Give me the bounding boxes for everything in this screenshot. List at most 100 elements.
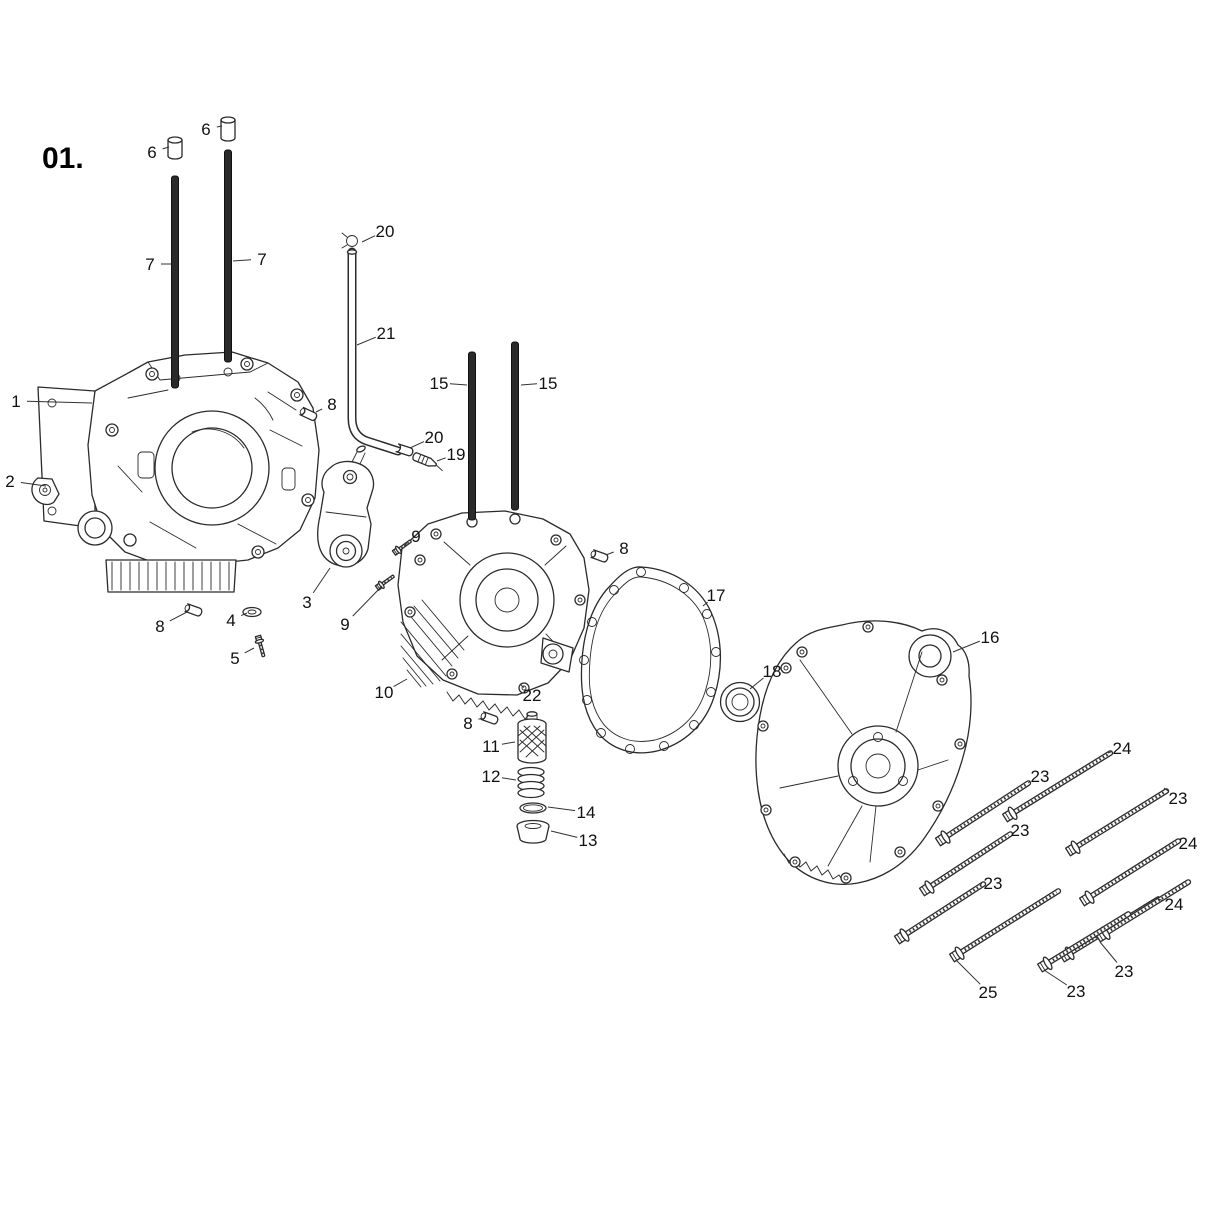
svg-text:23: 23 bbox=[1011, 821, 1030, 840]
part-callout: 23 bbox=[1011, 821, 1030, 840]
flange-bolt bbox=[374, 574, 395, 591]
stud-bolts-15 bbox=[468, 341, 519, 521]
svg-text:24: 24 bbox=[1179, 834, 1198, 853]
svg-text:10: 10 bbox=[375, 683, 394, 702]
svg-text:8: 8 bbox=[155, 617, 164, 636]
flange-bolt bbox=[934, 780, 1032, 847]
fasteners-layer bbox=[254, 539, 1192, 973]
svg-text:16: 16 bbox=[981, 628, 1000, 647]
flange-bolt bbox=[1064, 788, 1170, 857]
stud-cap-6-left bbox=[167, 136, 183, 160]
svg-text:25: 25 bbox=[979, 983, 998, 1002]
svg-text:20: 20 bbox=[425, 428, 444, 447]
breather-tube-21 bbox=[346, 247, 403, 456]
part-callout: 19 bbox=[436, 445, 465, 464]
gasket-17 bbox=[579, 566, 722, 754]
part-callout: 23 bbox=[1027, 767, 1050, 786]
flange-bolt bbox=[254, 634, 266, 658]
part-callout: 6 bbox=[201, 120, 223, 139]
part-callout: 7 bbox=[145, 255, 171, 274]
part-callout: 9 bbox=[403, 527, 421, 547]
flange-bolt bbox=[1078, 838, 1182, 907]
svg-text:23: 23 bbox=[1169, 789, 1188, 808]
part-callout: 24 bbox=[1107, 739, 1132, 758]
part-callout: 25 bbox=[955, 959, 998, 1002]
crankcase-cover-right bbox=[755, 620, 972, 885]
part-callout: 24 bbox=[1179, 834, 1198, 853]
svg-text:23: 23 bbox=[1115, 962, 1134, 981]
stud-cap-6-right bbox=[220, 116, 236, 142]
tube-clamp-20-top bbox=[341, 232, 358, 249]
part-callout: 18 bbox=[749, 662, 782, 690]
part-callout: 8 bbox=[315, 395, 337, 414]
svg-text:8: 8 bbox=[619, 539, 628, 558]
part-callout: 8 bbox=[155, 611, 188, 636]
part-callout: 23 bbox=[1043, 969, 1086, 1001]
part-callout: 8 bbox=[605, 539, 629, 558]
part-callout: 20 bbox=[361, 222, 395, 243]
svg-text:9: 9 bbox=[340, 615, 349, 634]
crankcase-middle bbox=[397, 510, 590, 720]
part-callout: 3 bbox=[302, 567, 331, 612]
svg-text:23: 23 bbox=[984, 874, 1003, 893]
svg-text:5: 5 bbox=[230, 649, 239, 668]
svg-text:11: 11 bbox=[482, 737, 500, 756]
crankcase-left bbox=[31, 351, 320, 593]
svg-text:23: 23 bbox=[1031, 767, 1050, 786]
svg-text:15: 15 bbox=[539, 374, 558, 393]
part-callout: 7 bbox=[232, 250, 267, 269]
part-callout: 23 bbox=[1099, 941, 1134, 981]
stud-bolts-7 bbox=[171, 149, 232, 389]
svg-text:7: 7 bbox=[145, 255, 154, 274]
part-callout: 12 bbox=[482, 767, 517, 786]
part-callout: 20 bbox=[409, 428, 444, 449]
tube-joint-20-bottom bbox=[395, 443, 414, 457]
dowel-pin-8-c bbox=[590, 549, 609, 563]
svg-text:23: 23 bbox=[1067, 982, 1086, 1001]
svg-text:20: 20 bbox=[376, 222, 395, 241]
part-callout: 4 bbox=[226, 611, 248, 630]
part-callout: 15 bbox=[430, 374, 468, 393]
svg-text:1: 1 bbox=[11, 392, 20, 411]
svg-text:7: 7 bbox=[257, 250, 266, 269]
part-callout: 2 bbox=[5, 472, 47, 491]
svg-text:12: 12 bbox=[482, 767, 501, 786]
flange-bolt bbox=[1037, 911, 1132, 973]
spring-12 bbox=[517, 766, 545, 799]
part-callout: 21 bbox=[356, 324, 396, 346]
part-callout: 8 bbox=[463, 714, 483, 733]
svg-text:24: 24 bbox=[1165, 895, 1184, 914]
part-callout: 22 bbox=[519, 683, 541, 705]
page-number: 01. bbox=[42, 142, 84, 175]
part-callout: 11 bbox=[482, 737, 516, 756]
svg-text:4: 4 bbox=[226, 611, 235, 630]
svg-text:17: 17 bbox=[707, 586, 726, 605]
svg-text:6: 6 bbox=[147, 143, 156, 162]
flange-bolt bbox=[918, 831, 1014, 897]
part-callout: 15 bbox=[520, 374, 558, 393]
part-callout: 23 bbox=[1163, 787, 1188, 808]
svg-text:24: 24 bbox=[1113, 739, 1132, 758]
oil-seal-18 bbox=[719, 681, 761, 723]
part-callout: 10 bbox=[375, 678, 408, 702]
svg-text:18: 18 bbox=[763, 662, 782, 681]
part-callout: 23 bbox=[979, 874, 1003, 893]
svg-text:3: 3 bbox=[302, 593, 311, 612]
dowel-pin-8-a bbox=[299, 406, 318, 422]
svg-text:15: 15 bbox=[430, 374, 449, 393]
svg-text:21: 21 bbox=[377, 324, 396, 343]
part-callout: 24 bbox=[1157, 895, 1184, 914]
svg-text:6: 6 bbox=[201, 120, 210, 139]
part-callout: 9 bbox=[340, 585, 383, 634]
part-callout: 5 bbox=[230, 647, 255, 668]
part-callout: 6 bbox=[147, 143, 170, 162]
svg-text:9: 9 bbox=[411, 527, 420, 546]
oil-strainer-11 bbox=[517, 711, 547, 764]
dowel-pin-8-d bbox=[480, 711, 499, 725]
washer-4 bbox=[242, 606, 262, 618]
svg-text:13: 13 bbox=[579, 831, 598, 850]
svg-text:8: 8 bbox=[463, 714, 472, 733]
svg-text:2: 2 bbox=[5, 472, 14, 491]
